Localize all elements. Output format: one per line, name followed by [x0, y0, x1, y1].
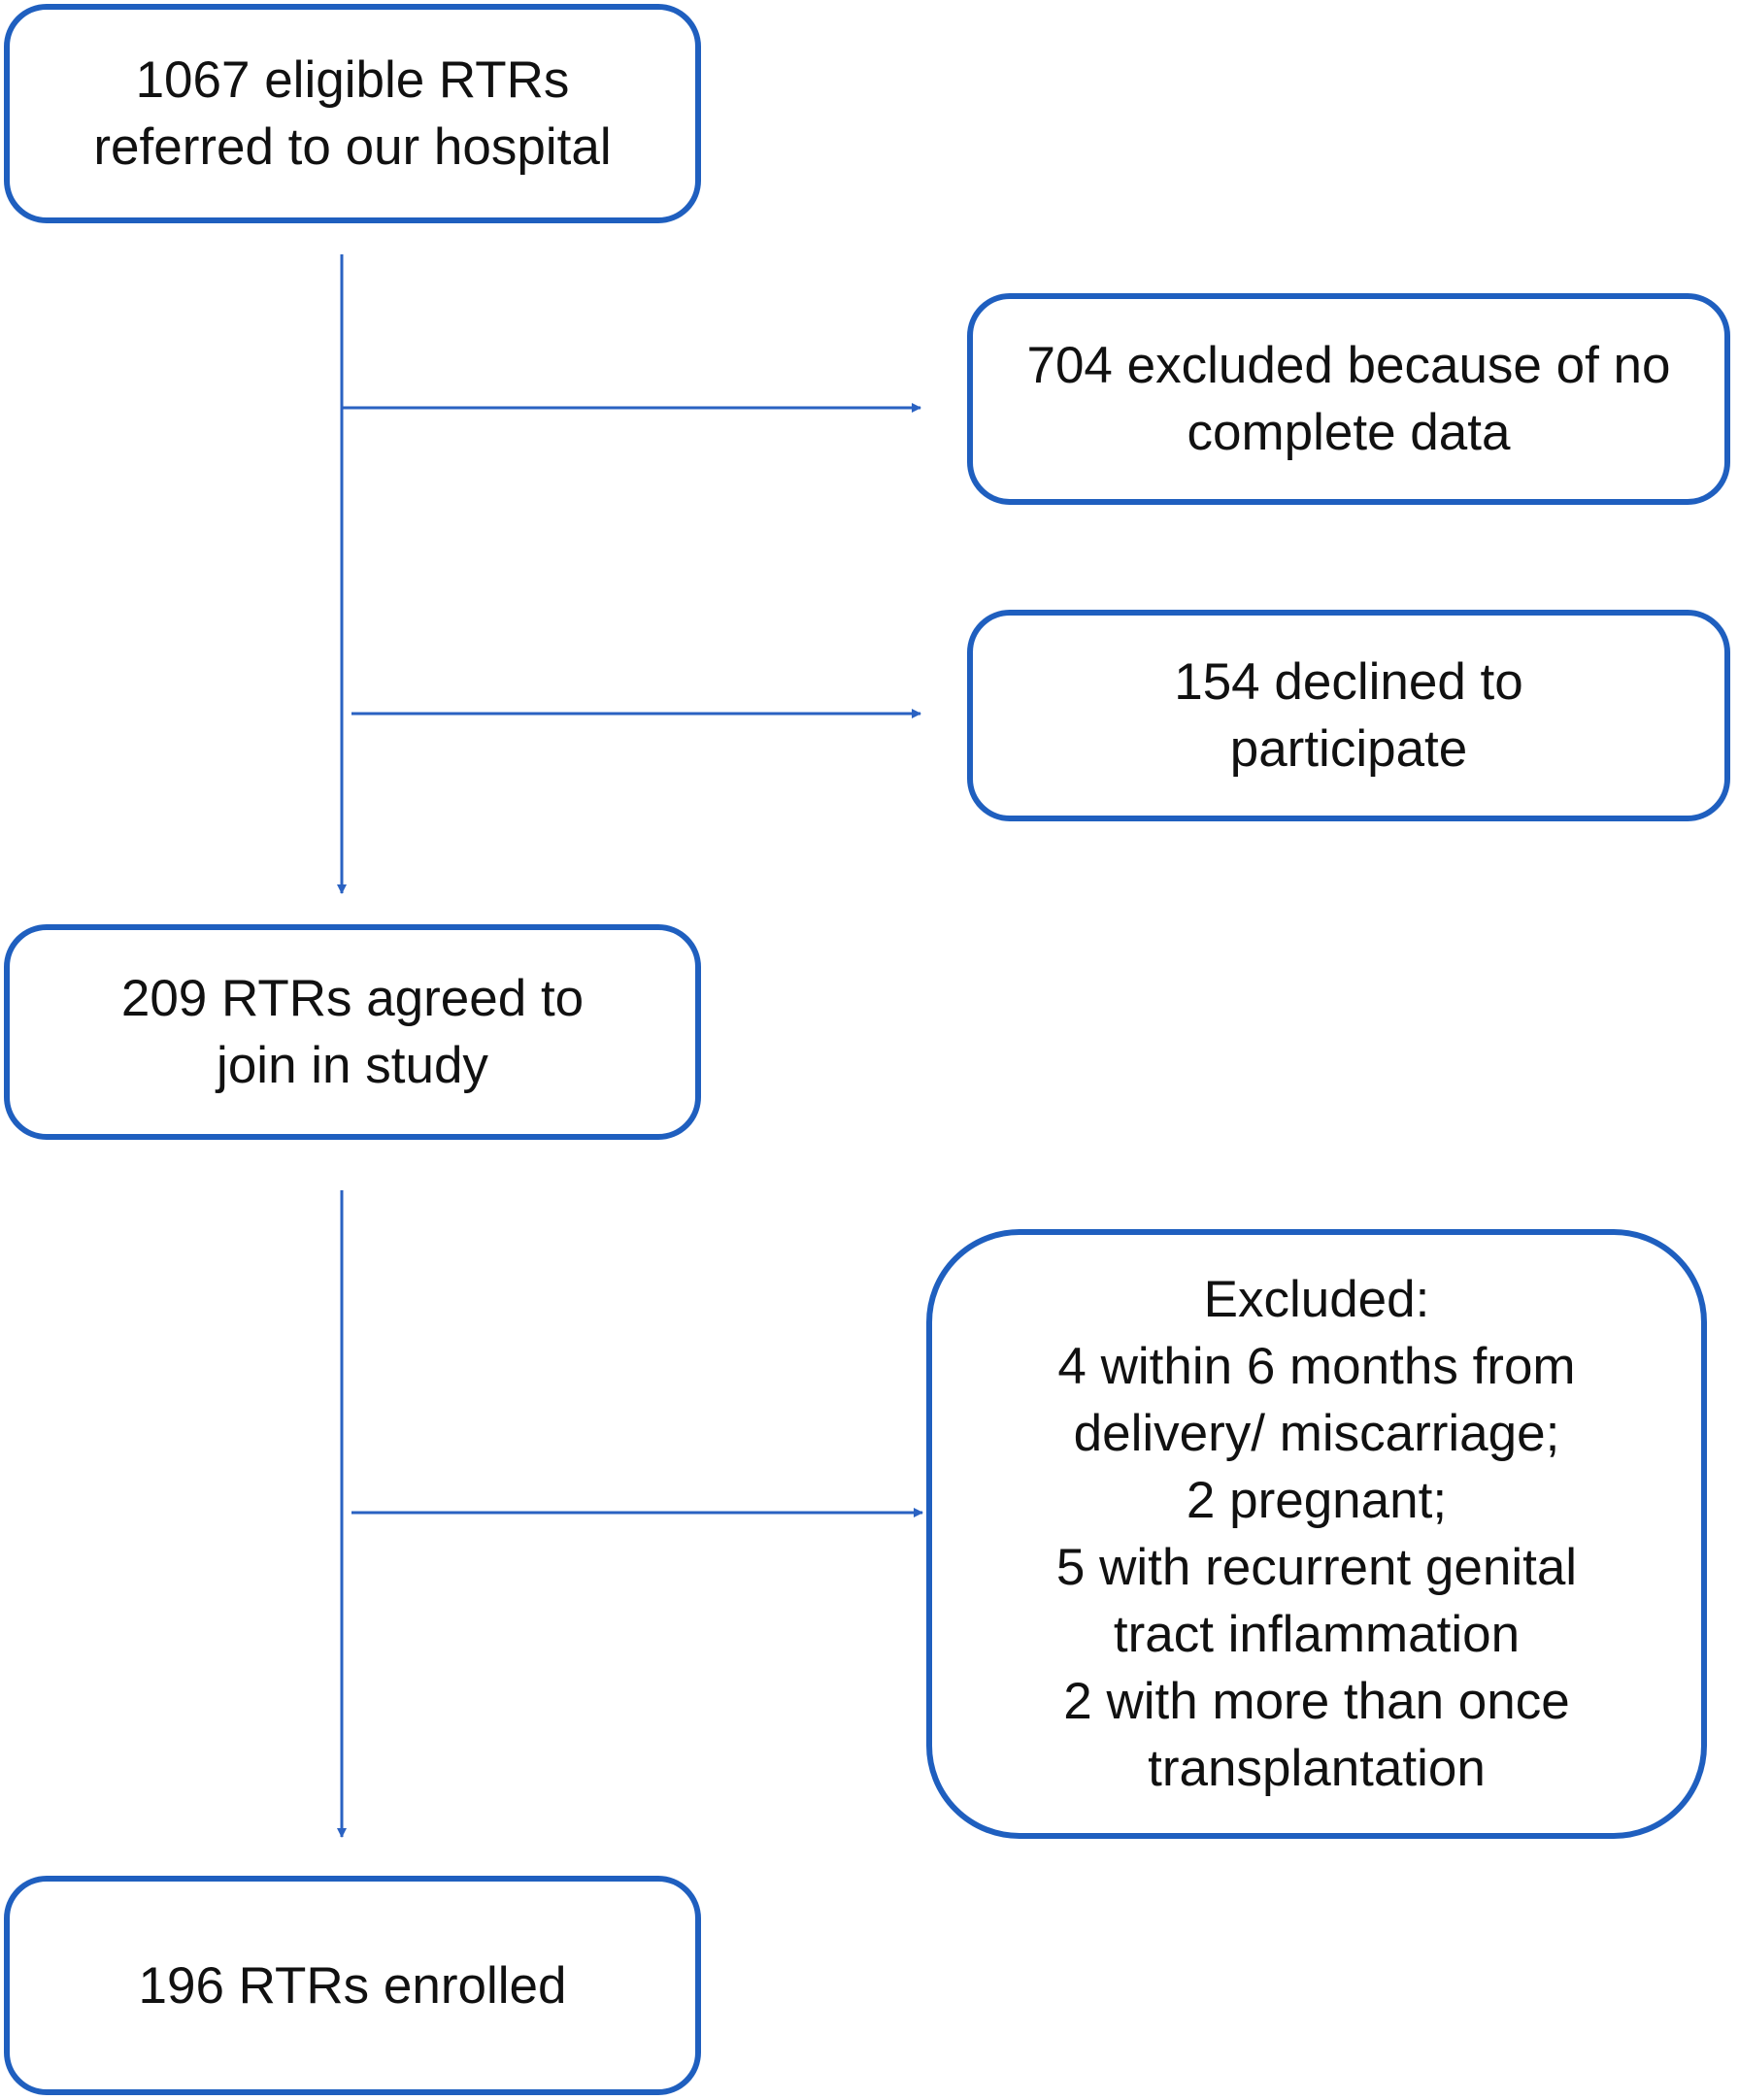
box-agreed-line-1: 209 RTRs agreed to	[120, 970, 585, 1027]
box-excluded-criteria-line-3: 2 pregnant;	[1186, 1472, 1448, 1529]
box-excluded-criteria-line-5: tract inflammation	[1113, 1606, 1521, 1663]
box-declined: 154 declined to participate	[967, 610, 1730, 821]
box-referred-line-2: referred to our hospital	[93, 118, 612, 176]
box-agreed-line-2: join in study	[217, 1037, 488, 1094]
box-excluded-criteria-line-7: transplantation	[1148, 1740, 1486, 1797]
box-enrolled-line-1: 196 RTRs enrolled	[138, 1956, 567, 2015]
box-agreed: 209 RTRs agreed to join in study	[4, 924, 701, 1140]
box-excluded-incomplete-line-2: complete data	[1187, 404, 1511, 461]
box-excluded-criteria-line-6: 2 with more than once	[1063, 1673, 1570, 1730]
box-excluded-criteria-heading: Excluded:	[1203, 1271, 1430, 1328]
box-excluded-criteria-line-1: 4 within 6 months from	[1057, 1338, 1576, 1395]
box-excluded-incomplete-line-1: 704 excluded because of no	[1026, 337, 1671, 394]
box-excluded-criteria-line-4: 5 with recurrent genital	[1055, 1539, 1578, 1596]
box-referred: 1067 eligible RTRs referred to our hospi…	[4, 4, 701, 223]
box-declined-line-2: participate	[1229, 720, 1468, 778]
box-enrolled: 196 RTRs enrolled	[4, 1876, 701, 2095]
box-excluded-criteria-line-2: delivery/ miscarriage;	[1073, 1405, 1560, 1462]
box-declined-line-1: 154 declined to	[1174, 653, 1523, 711]
box-referred-line-1: 1067 eligible RTRs	[135, 51, 570, 109]
box-excluded-criteria: Excluded: 4 within 6 months from deliver…	[926, 1229, 1707, 1839]
box-excluded-incomplete: 704 excluded because of no complete data	[967, 293, 1730, 505]
